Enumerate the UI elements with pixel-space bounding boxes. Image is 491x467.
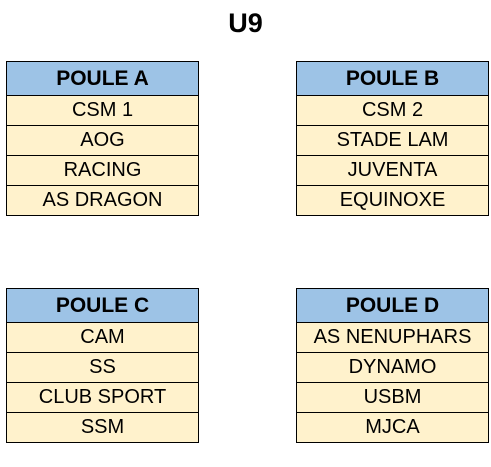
poule-header: POULE B xyxy=(296,61,489,96)
team-cell: JUVENTA xyxy=(296,155,489,186)
team-cell: AS DRAGON xyxy=(6,185,199,216)
poule-a-table: POULE A CSM 1 AOG RACING AS DRAGON xyxy=(6,61,199,216)
poule-c-table: POULE C CAM SS CLUB SPORT SSM xyxy=(6,288,199,443)
poule-header: POULE C xyxy=(6,288,199,323)
poule-d-table: POULE D AS NENUPHARS DYNAMO USBM MJCA xyxy=(296,288,489,443)
poule-b-table: POULE B CSM 2 STADE LAM JUVENTA EQUINOXE xyxy=(296,61,489,216)
team-cell: AOG xyxy=(6,125,199,156)
team-cell: DYNAMO xyxy=(296,352,489,383)
poule-header: POULE D xyxy=(296,288,489,323)
team-cell: SS xyxy=(6,352,199,383)
page-title: U9 xyxy=(228,8,263,38)
team-cell: AS NENUPHARS xyxy=(296,322,489,353)
team-cell: CSM 2 xyxy=(296,95,489,126)
team-cell: CLUB SPORT xyxy=(6,382,199,413)
poule-header: POULE A xyxy=(6,61,199,96)
team-cell: MJCA xyxy=(296,412,489,443)
team-cell: CSM 1 xyxy=(6,95,199,126)
team-cell: EQUINOXE xyxy=(296,185,489,216)
team-cell: STADE LAM xyxy=(296,125,489,156)
team-cell: USBM xyxy=(296,382,489,413)
team-cell: CAM xyxy=(6,322,199,353)
team-cell: SSM xyxy=(6,412,199,443)
team-cell: RACING xyxy=(6,155,199,186)
